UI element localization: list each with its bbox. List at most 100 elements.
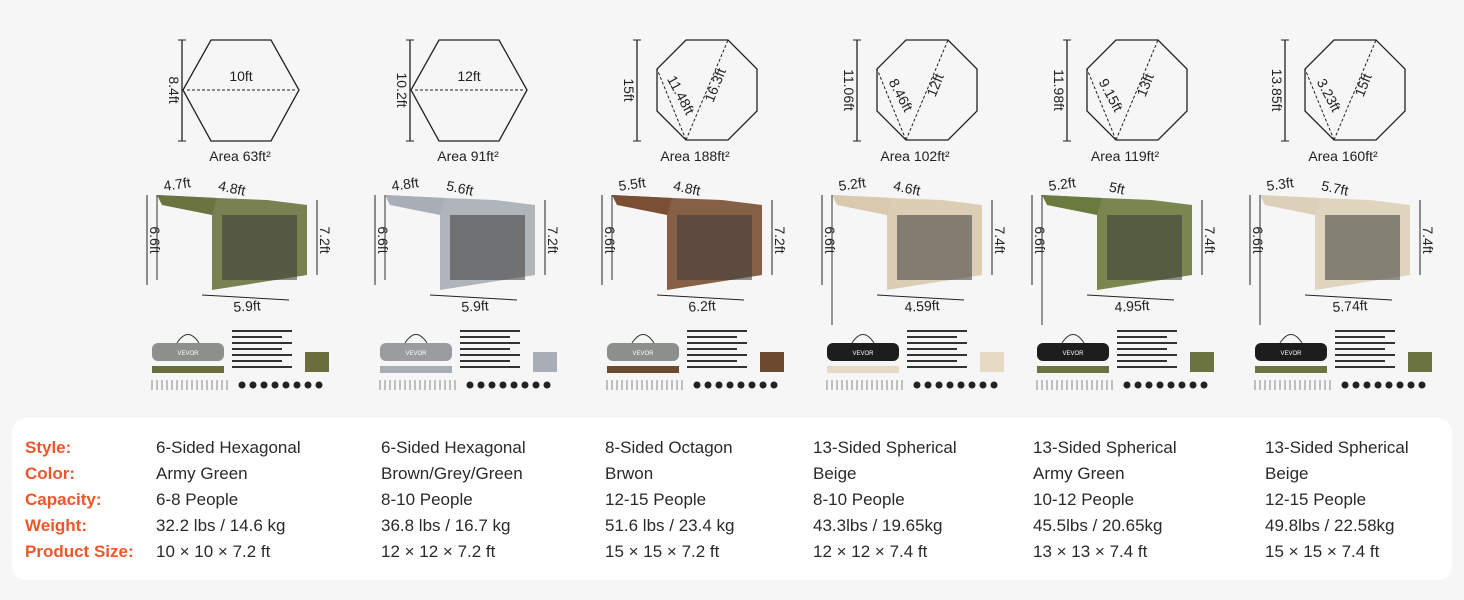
spec-value: 12-15 People [605, 490, 707, 509]
ground-tarp [607, 366, 679, 373]
area-label: Area 102ft² [880, 148, 950, 164]
tie-down [304, 381, 312, 389]
tent-awning [385, 195, 445, 215]
spec-value: Brown/Grey/Green [381, 464, 523, 483]
base-line [876, 294, 965, 301]
left-height-label: 6.6ft [1250, 226, 1266, 254]
spec-value: 45.5lbs / 20.65kg [1033, 516, 1163, 535]
tie-down [466, 381, 474, 389]
tie-down [499, 381, 507, 389]
carry-bag [827, 343, 899, 361]
spec-value: 15 × 15 × 7.4 ft [1265, 542, 1380, 561]
spec-value: 15 × 15 × 7.2 ft [605, 542, 720, 561]
diagonal-line [1333, 39, 1377, 141]
tie-down [748, 381, 756, 389]
base-label: 4.95ft [1114, 297, 1150, 315]
storage-pouch [1190, 352, 1214, 372]
side-label: 5ft [1107, 178, 1127, 198]
tie-down [543, 381, 551, 389]
spec-value: 49.8lbs / 22.58kg [1265, 516, 1395, 535]
ground-tarp [1255, 366, 1327, 373]
tie-down [737, 381, 745, 389]
tie-down [532, 381, 540, 389]
height-label: 15ft [621, 78, 637, 102]
spec-value: 8-Sided Octagon [605, 438, 733, 457]
brand-logo: VEVOR [632, 351, 654, 357]
storage-pouch [1408, 352, 1432, 372]
carry-bag [1037, 343, 1109, 361]
base-label: 4.59ft [904, 297, 940, 315]
ground-tarp [827, 366, 899, 373]
storage-pouch [533, 352, 557, 372]
tent-awning [612, 195, 672, 215]
spec-value: 8-10 People [381, 490, 473, 509]
tie-down [282, 381, 290, 389]
tie-down [759, 381, 767, 389]
height-label: 8.4ft [166, 76, 182, 104]
tie-down [935, 381, 943, 389]
storage-pouch [980, 352, 1004, 372]
product-drawing: VEVOR [146, 39, 329, 390]
tie-down [521, 381, 529, 389]
spec-value: Army Green [156, 464, 248, 483]
bag-handle [851, 334, 875, 344]
product-drawing: VEVOR [601, 39, 784, 390]
tie-down [1396, 381, 1404, 389]
base-label: 5.9ft [232, 297, 262, 315]
spec-value: 36.8 lbs / 16.7 kg [381, 516, 511, 535]
carry-bag [380, 343, 452, 361]
tie-down [1385, 381, 1393, 389]
spec-label: Product Size: [25, 542, 134, 561]
area-label: Area 188ft² [660, 148, 730, 164]
bag-handle [176, 334, 200, 344]
brand-logo: VEVOR [1062, 351, 1084, 357]
spec-value: Army Green [1033, 464, 1125, 483]
tent-mesh-wall [1107, 215, 1182, 280]
tie-down [957, 381, 965, 389]
tent-awning [1042, 195, 1102, 215]
tie-down [238, 381, 246, 389]
diagonal-line [1115, 39, 1159, 141]
height-label: 11.06ft [841, 69, 857, 111]
tie-down [726, 381, 734, 389]
spec-value: 8-10 People [813, 490, 905, 509]
tie-down [293, 381, 301, 389]
tie-down [1374, 381, 1382, 389]
ground-tarp [380, 366, 452, 373]
height-label: 11.98ft [1051, 69, 1067, 111]
spec-value: Brwon [605, 464, 654, 483]
brand-logo: VEVOR [1280, 351, 1302, 357]
carry-bag [152, 343, 224, 361]
tie-down [510, 381, 518, 389]
spec-value: 10-12 People [1033, 490, 1135, 509]
tie-down [271, 381, 279, 389]
tie-down [946, 381, 954, 389]
hexagon-floor-plan [410, 39, 528, 142]
tie-down [249, 381, 257, 389]
spec-label: Capacity: [25, 490, 102, 509]
brand-logo: VEVOR [852, 351, 874, 357]
spec-value: 13-Sided Spherical [813, 438, 957, 457]
base-line [1304, 294, 1393, 301]
spec-label: Weight: [25, 516, 88, 535]
right-height-label: 7.4ft [1420, 226, 1436, 254]
tie-down [979, 381, 987, 389]
tent-mesh-wall [222, 215, 297, 280]
tie-down [1407, 381, 1415, 389]
bag-handle [631, 334, 655, 344]
spec-value: 43.3lbs / 19.65kg [813, 516, 943, 535]
carry-bag [1255, 343, 1327, 361]
tie-down [477, 381, 485, 389]
base-line [1086, 294, 1175, 301]
base-label: 5.74ft [1332, 297, 1368, 315]
diagonal-line [905, 39, 949, 141]
width-label: 12ft [457, 68, 481, 84]
brand-logo: VEVOR [405, 351, 427, 357]
tent-mesh-wall [1325, 215, 1400, 280]
tie-down [315, 381, 323, 389]
octagon-floor-plan [1304, 39, 1406, 141]
